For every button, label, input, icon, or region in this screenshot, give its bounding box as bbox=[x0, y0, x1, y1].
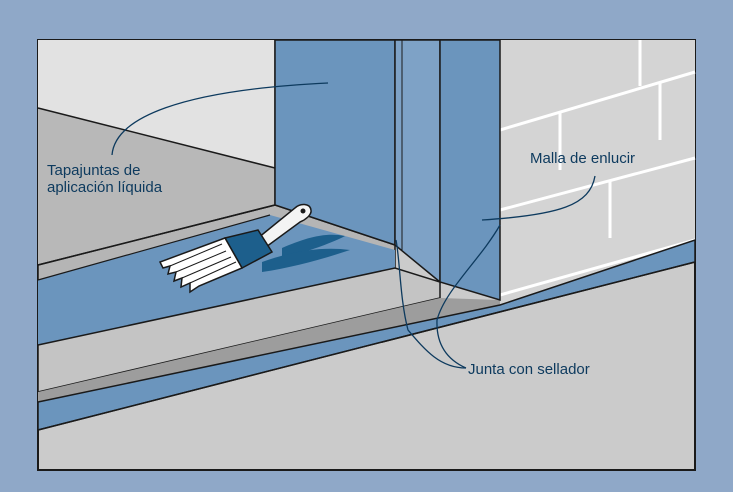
leader-lines bbox=[111, 82, 596, 369]
brush-shadow bbox=[262, 234, 350, 272]
paint-brush-icon bbox=[158, 203, 312, 294]
label-lath: Malla de enlucir bbox=[530, 150, 636, 167]
leader-lath bbox=[481, 175, 596, 221]
label-sealant-joint: Junta con sellador bbox=[468, 361, 590, 378]
sill-front bbox=[37, 267, 441, 393]
brick-mortar-lines bbox=[499, 40, 696, 297]
leader-liquid-flashing bbox=[111, 82, 329, 156]
label-liquid-flashing-line2: aplicación líquida bbox=[47, 179, 163, 196]
leader-sealant-a bbox=[395, 239, 467, 369]
interior-jamb-shadow bbox=[38, 108, 275, 265]
interior-wall bbox=[38, 40, 275, 168]
leader-sealant-b bbox=[436, 224, 501, 369]
lower-flashing-strip bbox=[37, 238, 696, 431]
label-liquid-flashing-line1: Tapajuntas de bbox=[47, 162, 141, 179]
brick-wall bbox=[500, 40, 695, 305]
sill-lip bbox=[38, 298, 500, 402]
label-liquid-flashing: Tapajuntas de aplicación líquida bbox=[47, 162, 162, 196]
jamb-flashing-right bbox=[439, 39, 501, 302]
